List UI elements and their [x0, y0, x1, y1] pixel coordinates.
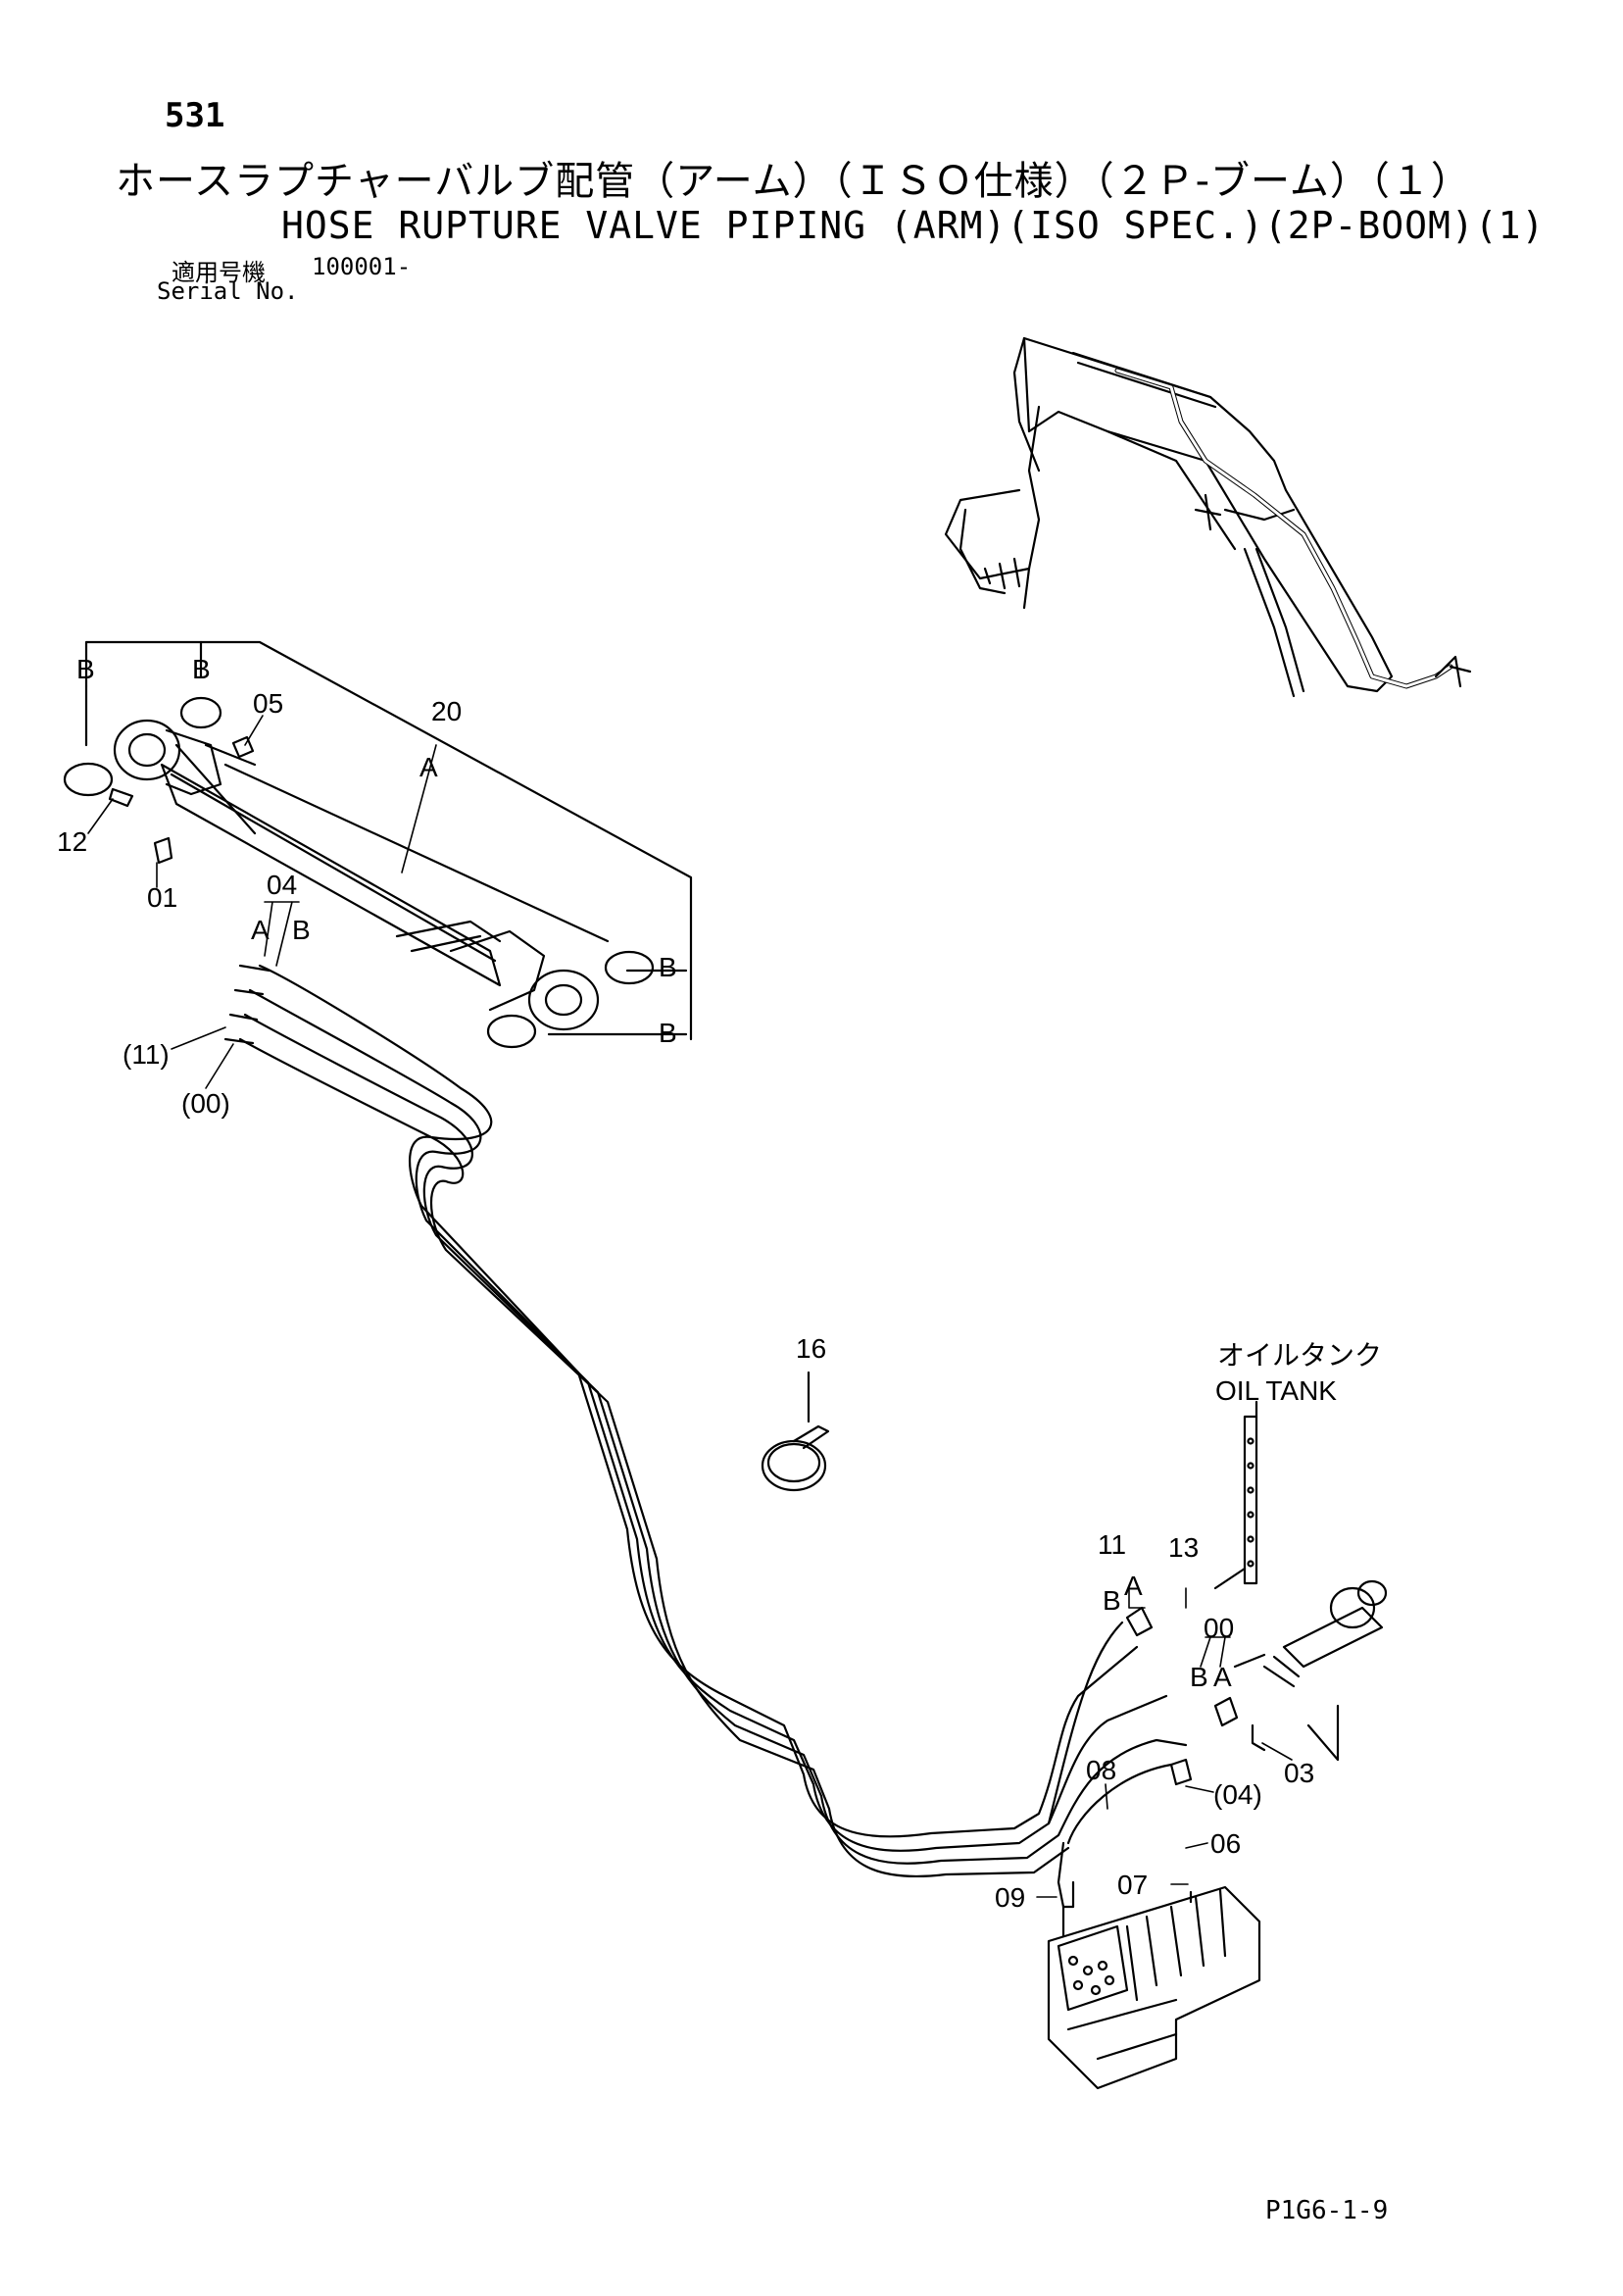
callout-a-hose: A: [419, 752, 438, 782]
control-valve: [1047, 1885, 1261, 2090]
callout-00: 00: [1204, 1613, 1234, 1643]
callout-03: 03: [1284, 1758, 1314, 1788]
hose-rupture-valve: [1233, 1579, 1388, 1762]
serial-value: 100001-: [312, 253, 412, 280]
callout-11-a: A: [1124, 1571, 1143, 1601]
excavator-inset-illustration: [944, 336, 1472, 698]
callout-b2: B: [192, 654, 211, 684]
callout-labels: B B 05 20 A 12 01 04 A B B B (11) (00) 1…: [57, 654, 1382, 1913]
callout-01: 01: [147, 882, 177, 913]
callout-b4: B: [659, 1018, 677, 1048]
callout-11-paren: (11): [123, 1039, 170, 1070]
callout-00-paren: (00): [181, 1088, 230, 1119]
clamp-illustration: [761, 1371, 830, 1492]
arm-cylinder-assembly: [63, 640, 693, 1049]
oil-tank-bracket: [1213, 1400, 1258, 1590]
callout-12: 12: [57, 826, 87, 857]
callout-00-b: B: [1190, 1662, 1208, 1692]
page-number: 531: [165, 96, 225, 135]
callout-11: 11: [1098, 1529, 1126, 1560]
callout-08: 08: [1086, 1755, 1116, 1785]
serial-label-japanese: 適用号機: [172, 259, 266, 286]
callout-07: 07: [1117, 1870, 1148, 1900]
title-english: HOSE RUPTURE VALVE PIPING (ARM)(ISO SPEC…: [281, 204, 1546, 247]
callout-20: 20: [431, 696, 462, 726]
title-japanese: ホースラプチャーバルブ配管（アーム）（ＩＳＯ仕様）（２Ｐ-ブーム）（１）: [116, 159, 1471, 204]
oil-tank-label-jp: オイルタンク: [1217, 1339, 1382, 1372]
leader-lines: [87, 715, 1293, 1898]
callout-09: 09: [995, 1882, 1025, 1913]
hose-bundle: [223, 964, 1239, 1909]
callout-16: 16: [796, 1333, 826, 1364]
callout-04-paren: (04): [1213, 1779, 1262, 1810]
callout-13: 13: [1168, 1532, 1199, 1563]
callout-04-b: B: [292, 915, 311, 945]
callout-b3: B: [659, 952, 677, 982]
callout-b1: B: [76, 654, 95, 684]
callout-11-b: B: [1103, 1585, 1121, 1616]
callout-04-a: A: [251, 915, 270, 945]
callout-00-a: A: [1213, 1662, 1232, 1692]
callout-04: 04: [267, 870, 297, 900]
serial-label-english: Serial No.: [157, 277, 299, 305]
callout-06: 06: [1210, 1828, 1241, 1859]
oil-tank-label-en: OIL TANK: [1215, 1375, 1337, 1406]
callout-05: 05: [253, 688, 283, 719]
page-code: P1G6-1-9: [1265, 2196, 1389, 2225]
